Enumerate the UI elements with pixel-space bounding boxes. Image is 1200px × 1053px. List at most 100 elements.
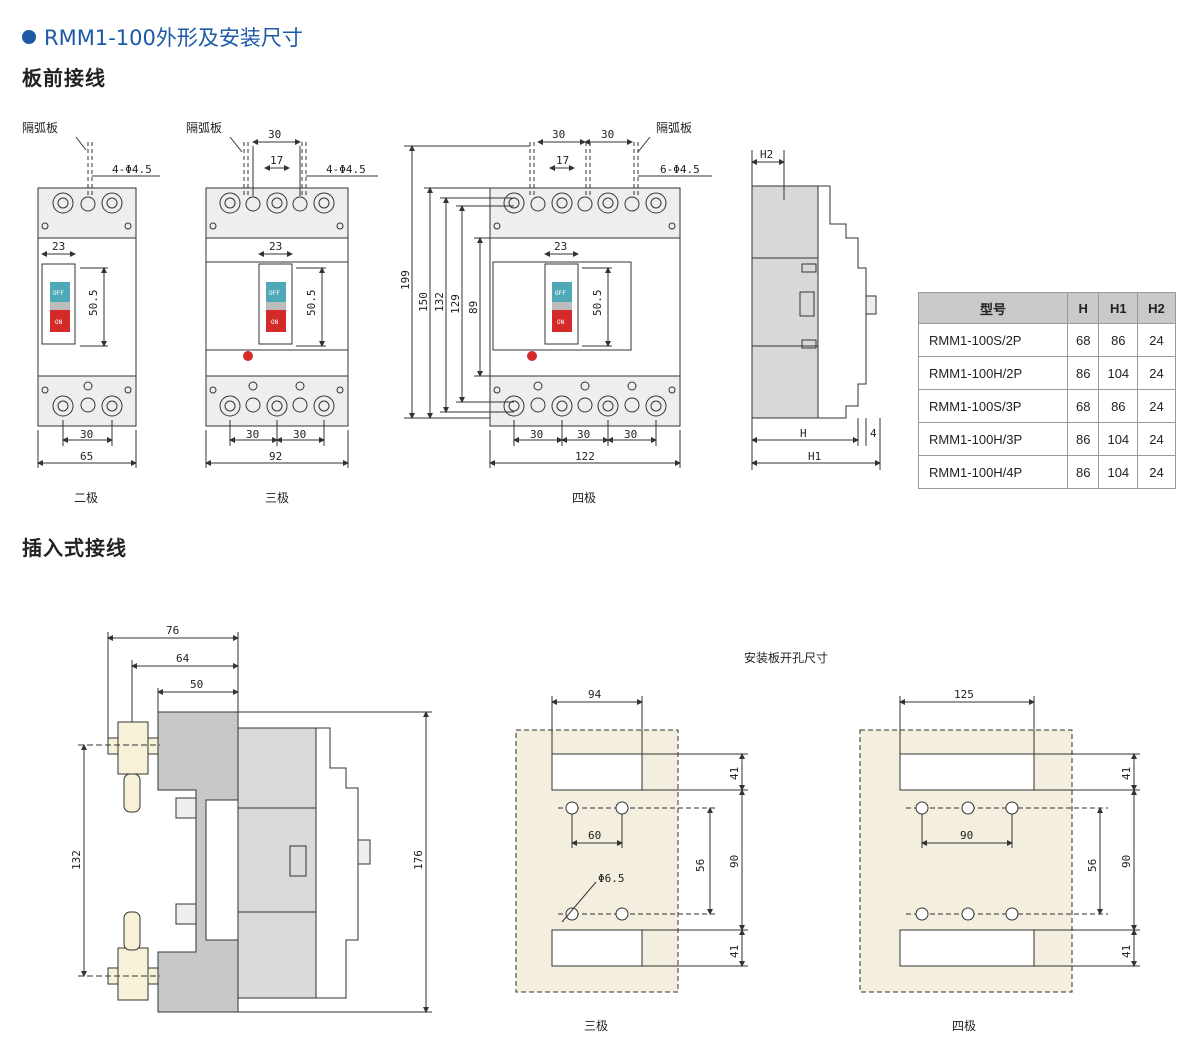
page-title: RMM1-100外形及安装尺寸 bbox=[22, 22, 303, 52]
dim-h1: H1 bbox=[808, 450, 821, 463]
dim-50-5: 50.5 bbox=[305, 290, 318, 317]
dim-90: 90 bbox=[1120, 855, 1133, 868]
dim-76: 76 bbox=[166, 624, 179, 637]
table-header: H2 bbox=[1137, 292, 1176, 324]
dim-4: 4 bbox=[870, 427, 877, 440]
dim-132: 132 bbox=[70, 850, 83, 870]
arc-plate-label: 隔弧板 bbox=[186, 121, 222, 135]
table-cell: RMM1-100S/3P bbox=[918, 389, 1068, 423]
table-cell: 24 bbox=[1137, 323, 1176, 357]
dim-199: 199 bbox=[399, 270, 412, 290]
panel-cutout-title: 安装板开孔尺寸 bbox=[744, 650, 828, 665]
two-pole-label: 二极 bbox=[74, 491, 98, 505]
terminal-screw-icon bbox=[101, 395, 123, 417]
dim-41: 41 bbox=[1120, 767, 1133, 780]
spec-table: 型号 H H1 H2 RMM1-100S/2P 68 86 24 RMM1-10… bbox=[918, 292, 1176, 489]
dim-30: 30 bbox=[601, 128, 614, 141]
table-cell: 86 bbox=[1066, 422, 1100, 456]
switch-buttons bbox=[50, 282, 572, 332]
table-cell: 24 bbox=[1137, 389, 1176, 423]
dim-50: 50 bbox=[190, 678, 203, 691]
dim-64: 64 bbox=[176, 652, 190, 665]
four-pole-view bbox=[404, 136, 712, 468]
terminal-screw-icon bbox=[645, 395, 667, 417]
table-cell: 104 bbox=[1098, 422, 1139, 456]
dim-30: 30 bbox=[577, 428, 590, 441]
terminal-screw-icon bbox=[597, 395, 619, 417]
terminal-screw-icon bbox=[52, 395, 74, 417]
dim-30: 30 bbox=[552, 128, 565, 141]
bullet-dot-icon bbox=[22, 30, 36, 44]
dim-30: 30 bbox=[246, 428, 259, 441]
dim-132: 132 bbox=[433, 292, 446, 312]
table-cell: 86 bbox=[1066, 455, 1100, 489]
terminal-screw-icon bbox=[266, 192, 288, 214]
dim-89: 89 bbox=[467, 301, 480, 314]
panel-cutout-four-pole bbox=[859, 696, 1140, 993]
on-label: ON bbox=[271, 319, 279, 326]
terminal-screw-icon bbox=[503, 395, 525, 417]
dim-30: 30 bbox=[624, 428, 637, 441]
panel-cutout-three-pole bbox=[515, 696, 748, 993]
dim-41: 41 bbox=[728, 945, 741, 958]
dim-129: 129 bbox=[449, 294, 462, 314]
dim-90: 90 bbox=[728, 855, 741, 868]
plug-in-side-view bbox=[78, 632, 432, 1013]
terminal-screw-icon bbox=[597, 192, 619, 214]
table-header: 型号 bbox=[918, 292, 1068, 324]
terminal-screw-icon bbox=[551, 192, 573, 214]
dim-41: 41 bbox=[1120, 945, 1133, 958]
dim-h2: H2 bbox=[760, 148, 773, 161]
dim-23: 23 bbox=[554, 240, 567, 253]
three-pole-label: 三极 bbox=[265, 491, 289, 505]
on-label: ON bbox=[55, 319, 63, 326]
three-pole-label: 三极 bbox=[584, 1019, 608, 1033]
table-cell: RMM1-100S/2P bbox=[918, 323, 1068, 357]
dim-23: 23 bbox=[52, 240, 65, 253]
table-cell: 24 bbox=[1137, 422, 1176, 456]
terminal-screw-icon bbox=[219, 395, 241, 417]
holes-label: 4-Φ4.5 bbox=[112, 163, 152, 176]
dim-23: 23 bbox=[269, 240, 282, 253]
table-row: RMM1-100S/3P 68 86 24 bbox=[918, 389, 1176, 423]
dim-60: 60 bbox=[588, 829, 601, 842]
dim-94: 94 bbox=[588, 688, 602, 701]
four-pole-label: 四极 bbox=[952, 1019, 976, 1033]
dim-17: 17 bbox=[270, 154, 283, 167]
terminal-screw-icon bbox=[219, 192, 241, 214]
off-label: OFF bbox=[53, 290, 64, 297]
table-cell: RMM1-100H/4P bbox=[918, 455, 1068, 489]
table-cell: 104 bbox=[1098, 455, 1139, 489]
dim-30: 30 bbox=[293, 428, 306, 441]
off-label: OFF bbox=[269, 290, 280, 297]
table-header-row: 型号 H H1 H2 bbox=[918, 292, 1176, 324]
dim-h: H bbox=[800, 427, 807, 440]
terminal-screw-icon bbox=[101, 192, 123, 214]
table-header: H1 bbox=[1098, 292, 1139, 324]
arc-plate-label: 隔弧板 bbox=[656, 121, 692, 135]
table-cell: 86 bbox=[1066, 356, 1100, 390]
dim-30: 30 bbox=[268, 128, 281, 141]
dim-90: 90 bbox=[960, 829, 973, 842]
dim-50-5: 50.5 bbox=[87, 290, 100, 317]
dim-122: 122 bbox=[575, 450, 595, 463]
table-cell: 68 bbox=[1066, 389, 1100, 423]
table-cell: 68 bbox=[1066, 323, 1100, 357]
four-pole-label: 四极 bbox=[572, 491, 596, 505]
table-row: RMM1-100S/2P 68 86 24 bbox=[918, 323, 1176, 357]
table-row: RMM1-100H/2P 86 104 24 bbox=[918, 356, 1176, 390]
hole-diameter-label: Φ6.5 bbox=[598, 872, 625, 885]
terminal-screw-icon bbox=[645, 192, 667, 214]
table-cell: 86 bbox=[1098, 323, 1139, 357]
table-row: RMM1-100H/3P 86 104 24 bbox=[918, 422, 1176, 456]
table-cell: RMM1-100H/3P bbox=[918, 422, 1068, 456]
dim-30: 30 bbox=[530, 428, 543, 441]
dim-125: 125 bbox=[954, 688, 974, 701]
holes-label: 4-Φ4.5 bbox=[326, 163, 366, 176]
dim-41: 41 bbox=[728, 767, 741, 780]
table-cell: 24 bbox=[1137, 455, 1176, 489]
table-cell: 24 bbox=[1137, 356, 1176, 390]
side-view bbox=[751, 150, 881, 470]
terminal-screw-icon bbox=[313, 395, 335, 417]
